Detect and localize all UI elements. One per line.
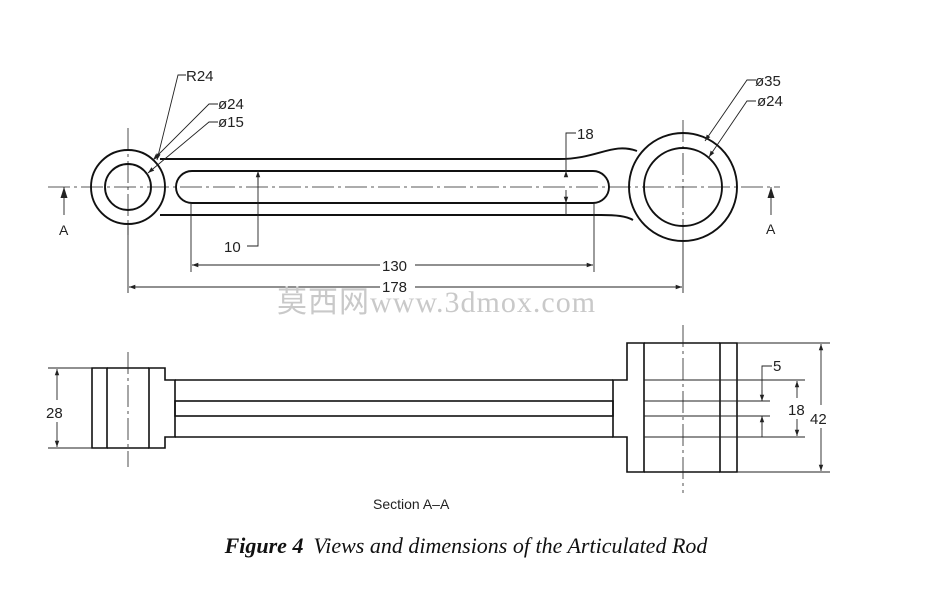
left-hub-bore — [104, 163, 152, 211]
rod-bottom-edge — [160, 214, 634, 221]
dim-d35-right: ø35 — [755, 73, 781, 90]
dim-r24: R24 — [186, 68, 214, 85]
dim-d24-right: ø24 — [757, 93, 783, 110]
dim-5-leader — [761, 365, 772, 401]
section-mark-right: A — [766, 221, 776, 237]
d15-left-leader — [147, 121, 218, 174]
dim-28: 28 — [46, 405, 63, 422]
dim-18: 18 — [788, 402, 805, 419]
right-hub-wall-right — [719, 342, 738, 473]
top-view: A A R24 ø24 ø15 ø35 ø24 18 10 — [48, 68, 783, 296]
d35-right-leader — [704, 79, 756, 142]
slot-10-leader — [247, 171, 259, 247]
watermark: 莫西网www.3dmox.com — [277, 286, 596, 319]
figure-title: Views and dimensions of the Articulated … — [313, 533, 708, 558]
rod-web — [174, 400, 614, 417]
right-hub-wall-left — [612, 342, 645, 473]
left-hub-wall-left — [91, 367, 108, 449]
right-hub-bore — [643, 147, 723, 227]
dim-130: 130 — [382, 258, 407, 275]
d24-right-leader — [708, 100, 756, 158]
section-view: 28 5 18 42 Section A–A — [46, 325, 830, 512]
dim-42: 42 — [810, 411, 827, 428]
engineering-drawing: A A R24 ø24 ø15 ø35 ø24 18 10 — [46, 68, 830, 512]
figure-caption: Figure 4 Views and dimensions of the Arti… — [0, 533, 932, 559]
dim-d24-left: ø24 — [218, 96, 244, 113]
section-mark-left: A — [59, 222, 69, 238]
figure-number: Figure 4 — [224, 533, 304, 558]
dim-d15-left: ø15 — [218, 114, 244, 131]
slot-18-leader — [565, 132, 576, 171]
rod-slot — [175, 170, 610, 204]
section-arrow-left-head — [60, 187, 68, 198]
left-hub-wall-right — [148, 367, 176, 449]
section-label: Section A–A — [373, 496, 450, 512]
d24-left-leader — [152, 103, 218, 161]
dim-slot-10: 10 — [224, 239, 241, 256]
dim-5: 5 — [773, 358, 781, 375]
dim-178: 178 — [382, 279, 407, 296]
rod-top-edge — [160, 147, 638, 160]
r24-leader — [156, 74, 186, 161]
dim-slot-18: 18 — [577, 126, 594, 143]
section-arrow-right-head — [767, 187, 775, 198]
